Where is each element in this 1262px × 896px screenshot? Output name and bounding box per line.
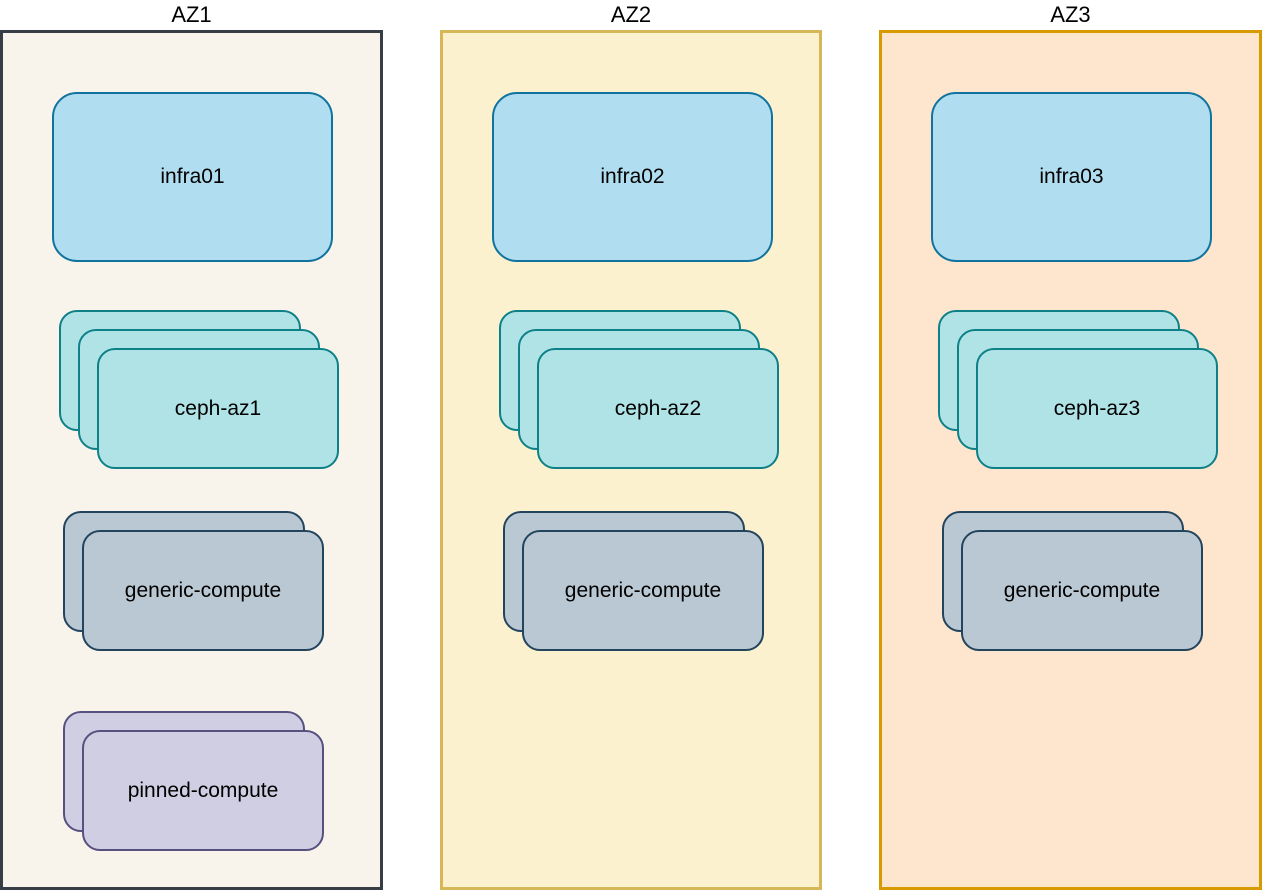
stack-layer-front: generic-compute xyxy=(82,530,324,651)
zone-az2-container: infra02 ceph-az2 generic-compute xyxy=(440,30,822,890)
stack-layer-front: generic-compute xyxy=(522,530,764,651)
node-stack-ceph-az2: ceph-az2 xyxy=(499,310,779,469)
node-infra03-label: infra03 xyxy=(1039,165,1104,188)
node-generic-compute-az1-label: generic-compute xyxy=(124,578,282,602)
node-ceph-az2-label: ceph-az2 xyxy=(614,396,702,420)
node-stack-ceph-az1: ceph-az1 xyxy=(59,310,339,469)
stack-layer-front: generic-compute xyxy=(961,530,1203,651)
node-stack-generic-compute-az3: generic-compute xyxy=(942,511,1220,670)
zone-az1: AZ1 infra01 ceph-az1 generic-compute xyxy=(0,0,383,890)
zone-az3-container: infra03 ceph-az3 generic-compute xyxy=(879,30,1262,890)
zone-az1-title: AZ1 xyxy=(171,2,212,27)
node-pinned-compute-az1-label: pinned-compute xyxy=(127,778,279,802)
node-infra01: infra01 xyxy=(52,92,333,262)
node-ceph-az3-label: ceph-az3 xyxy=(1053,396,1141,420)
node-ceph-az1-label: ceph-az1 xyxy=(174,396,262,420)
stack-layer-front: ceph-az1 xyxy=(97,348,339,469)
node-stack-generic-compute-az1: generic-compute xyxy=(63,511,341,670)
node-generic-compute-az3-label: generic-compute xyxy=(1003,578,1161,602)
stack-layer-front: ceph-az2 xyxy=(537,348,779,469)
zone-az3: AZ3 infra03 ceph-az3 generic-compute xyxy=(879,0,1262,890)
node-generic-compute-az2-label: generic-compute xyxy=(564,578,722,602)
node-infra02: infra02 xyxy=(492,92,773,262)
zone-az1-container: infra01 ceph-az1 generic-compute pinned-… xyxy=(0,30,383,890)
node-stack-generic-compute-az2: generic-compute xyxy=(503,511,781,670)
node-stack-pinned-compute-az1: pinned-compute xyxy=(63,711,341,870)
stack-layer-front: pinned-compute xyxy=(82,730,324,851)
zone-az3-title: AZ3 xyxy=(1050,2,1091,27)
node-infra03: infra03 xyxy=(931,92,1212,262)
node-infra01-label: infra01 xyxy=(160,165,225,188)
node-stack-ceph-az3: ceph-az3 xyxy=(938,310,1218,469)
zone-az2: AZ2 infra02 ceph-az2 generic-compute xyxy=(440,0,822,890)
node-infra02-label: infra02 xyxy=(600,165,665,188)
zone-az2-title: AZ2 xyxy=(610,2,652,27)
stack-layer-front: ceph-az3 xyxy=(976,348,1218,469)
